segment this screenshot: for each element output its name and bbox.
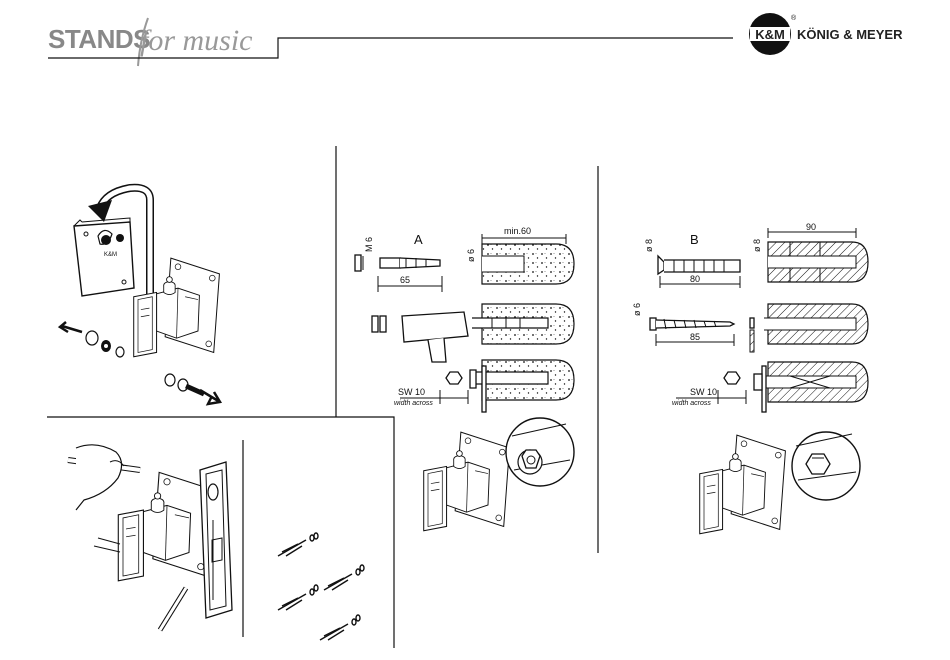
screw-diameter-label: ø 6 (632, 303, 642, 316)
brand-logo: STANDS for music (48, 18, 253, 66)
plug-length-label: 80 (690, 274, 700, 284)
dowel-length-label: 65 (400, 275, 410, 285)
brand-script: for music (140, 24, 253, 57)
panel-b-label: B (690, 232, 699, 247)
km-monogram: K&M (755, 27, 785, 42)
zoom-bolt-head-detail-icon (792, 432, 860, 500)
panel-a-dowel-diagram: A M 6 65 ø 6 min.60 SW 10 width across (355, 226, 574, 412)
hole-diameter-label-a: ø 6 (466, 249, 476, 262)
min-depth-label: min.60 (504, 226, 531, 236)
wrench-note-label-a: width across (394, 400, 433, 407)
hole-marking-illustration (68, 445, 232, 630)
hole-diameter-label-b: ø 8 (752, 239, 762, 252)
plug-diameter-label: ø 8 (644, 239, 654, 252)
wrench-note-label-b: width across (672, 400, 711, 407)
mounted-bracket-b-illustration (700, 435, 786, 534)
bracket-removal-illustration: K&M (60, 188, 220, 404)
brand-stands: STANDS (48, 24, 150, 54)
dowel-thread-label: M 6 (364, 237, 374, 252)
km-trademark: ® (791, 14, 797, 22)
panel-a-label: A (414, 232, 423, 247)
km-company-name: KÖNIG & MEYER (797, 27, 903, 42)
svg-text:K&M: K&M (104, 252, 117, 258)
km-logo: K&M ® KÖNIG & MEYER (749, 13, 903, 55)
mounted-bracket-a-illustration (424, 432, 510, 531)
drill-bit-icons (278, 533, 364, 640)
hole-depth-label: 90 (806, 222, 816, 232)
panel-b-plug-diagram: B ø 8 80 ø 8 90 ø 6 85 SW 10 width a (632, 222, 868, 412)
zoom-nut-detail-icon (506, 418, 574, 486)
wrench-size-label-b: SW 10 (690, 387, 717, 397)
wrench-size-label-a: SW 10 (398, 387, 425, 397)
screw-length-label: 85 (690, 332, 700, 342)
